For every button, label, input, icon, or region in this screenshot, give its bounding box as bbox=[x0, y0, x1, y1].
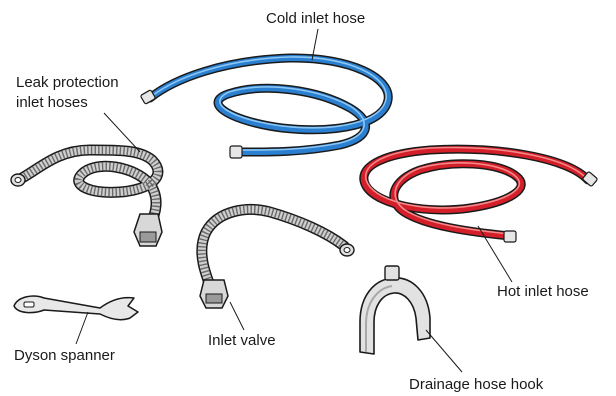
label-dyson-spanner: Dyson spanner bbox=[14, 347, 115, 364]
label-cold-inlet-hose: Cold inlet hose bbox=[266, 10, 365, 27]
inlet-valve-assembly bbox=[200, 209, 354, 308]
drainage-hose-hook bbox=[360, 266, 430, 354]
hot-inlet-hose bbox=[364, 148, 598, 242]
leak-protection-inlet-hoses bbox=[11, 150, 162, 246]
dyson-spanner-leader bbox=[76, 312, 88, 344]
dyson-spanner bbox=[14, 296, 138, 320]
drainage-hose-hook-leader bbox=[426, 330, 462, 372]
label-leak-protection-line1: Leak protection bbox=[16, 74, 119, 91]
cold-inlet-hose bbox=[140, 57, 388, 158]
label-leak-protection-line2: inlet hoses bbox=[16, 94, 88, 111]
label-drainage-hose-hook: Drainage hose hook bbox=[409, 376, 544, 393]
label-inlet-valve: Inlet valve bbox=[208, 332, 276, 349]
inlet-valve-leader bbox=[230, 302, 244, 330]
label-hot-inlet-hose: Hot inlet hose bbox=[497, 283, 589, 300]
